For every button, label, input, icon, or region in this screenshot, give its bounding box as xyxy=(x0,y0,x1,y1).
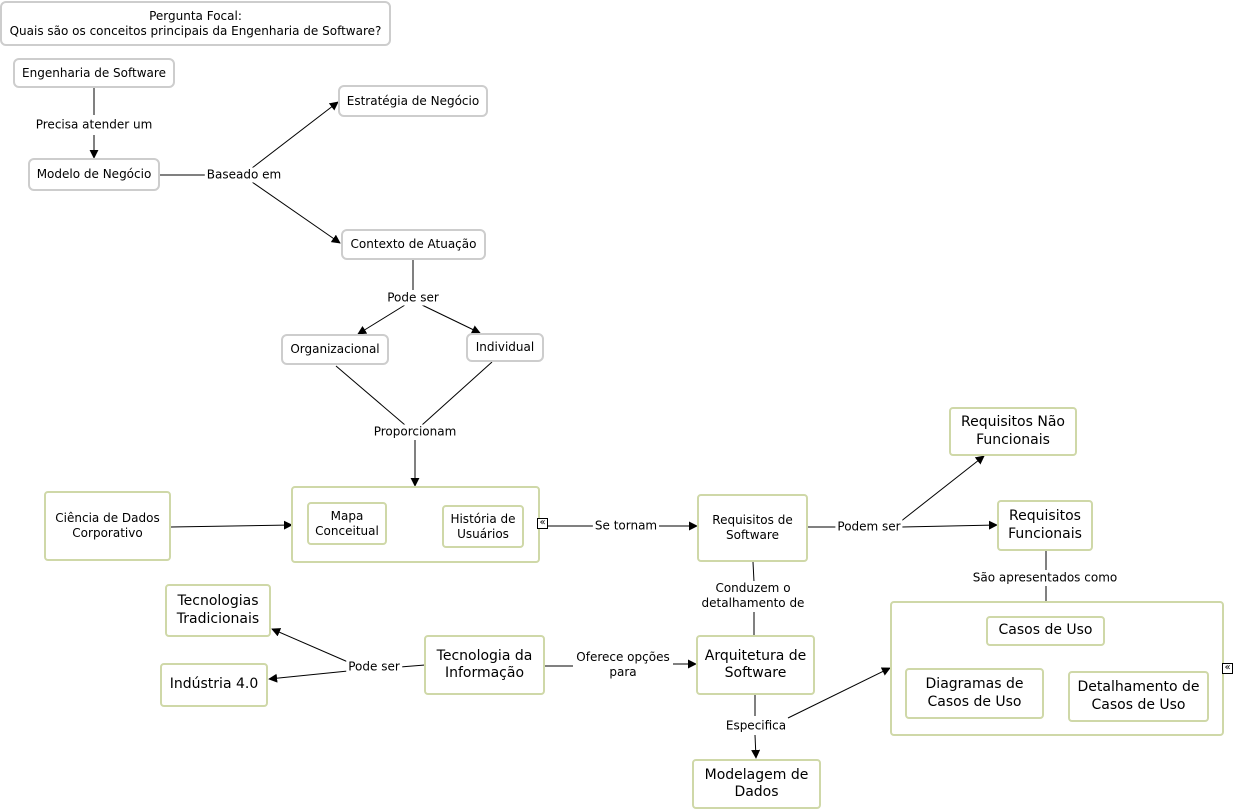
focal-question-title: Pergunta Focal: xyxy=(149,8,242,23)
focal-question-text: Quais são os conceitos principais da Eng… xyxy=(9,23,382,38)
node-mapa-conceitual[interactable]: Mapa Conceitual xyxy=(307,502,387,545)
link-especifica[interactable]: Especifica xyxy=(723,718,789,734)
node-diagramas-de-casos-de-uso[interactable]: Diagramas de Casos de Uso xyxy=(905,668,1044,719)
node-estrategia-de-negocio[interactable]: Estratégia de Negócio xyxy=(338,85,488,117)
link-conduzem-o-detalhamento-de[interactable]: Conduzem o detalhamento de xyxy=(699,581,807,611)
node-casos-de-uso[interactable]: Casos de Uso xyxy=(986,616,1105,646)
node-engenharia-de-software[interactable]: Engenharia de Software xyxy=(13,58,175,88)
node-requisitos-funcionais[interactable]: Requisitos Funcionais xyxy=(997,500,1093,551)
node-tecnologia-da-informacao[interactable]: Tecnologia da Informação xyxy=(424,635,545,695)
node-contexto-de-atuacao[interactable]: Contexto de Atuação xyxy=(341,229,486,260)
node-historia-de-usuarios[interactable]: História de Usuários xyxy=(442,505,524,548)
node-organizacional[interactable]: Organizacional xyxy=(281,334,389,365)
node-detalhamento-de-casos-de-uso[interactable]: Detalhamento de Casos de Uso xyxy=(1068,671,1209,722)
link-oferece-opcoes-para[interactable]: Oferece opções para xyxy=(573,650,673,680)
focal-question-box[interactable]: Pergunta Focal: Quais são os conceitos p… xyxy=(0,1,391,46)
node-individual[interactable]: Individual xyxy=(466,333,544,362)
collapse-icon[interactable]: « xyxy=(1222,663,1233,674)
node-arquitetura-de-software[interactable]: Arquitetura de Software xyxy=(696,635,815,695)
link-pode-ser[interactable]: Pode ser xyxy=(385,290,441,306)
node-industria-4-0[interactable]: Indústria 4.0 xyxy=(160,663,268,707)
link-se-tornam[interactable]: Se tornam xyxy=(592,518,660,534)
node-modelo-de-negocio[interactable]: Modelo de Negócio xyxy=(28,158,160,191)
link-sao-apresentados-como[interactable]: São apresentados como xyxy=(970,570,1120,586)
link-proporcionam[interactable]: Proporcionam xyxy=(371,424,459,440)
link-precisa-atender-um[interactable]: Precisa atender um xyxy=(33,117,155,133)
node-modelagem-de-dados[interactable]: Modelagem de Dados xyxy=(692,759,821,809)
collapse-icon[interactable]: « xyxy=(537,518,548,529)
node-requisitos-nao-funcionais[interactable]: Requisitos Não Funcionais xyxy=(949,407,1077,456)
link-pode-ser[interactable]: Pode ser xyxy=(346,659,402,675)
node-requisitos-de-software[interactable]: Requisitos de Software xyxy=(697,494,808,562)
node-tecnologias-tradicionais[interactable]: Tecnologias Tradicionais xyxy=(165,584,271,637)
link-baseado-em[interactable]: Baseado em xyxy=(204,167,284,183)
node-ciencia-de-dados[interactable]: Ciência de Dados Corporativo xyxy=(44,491,171,561)
link-podem-ser[interactable]: Podem ser xyxy=(835,519,903,535)
